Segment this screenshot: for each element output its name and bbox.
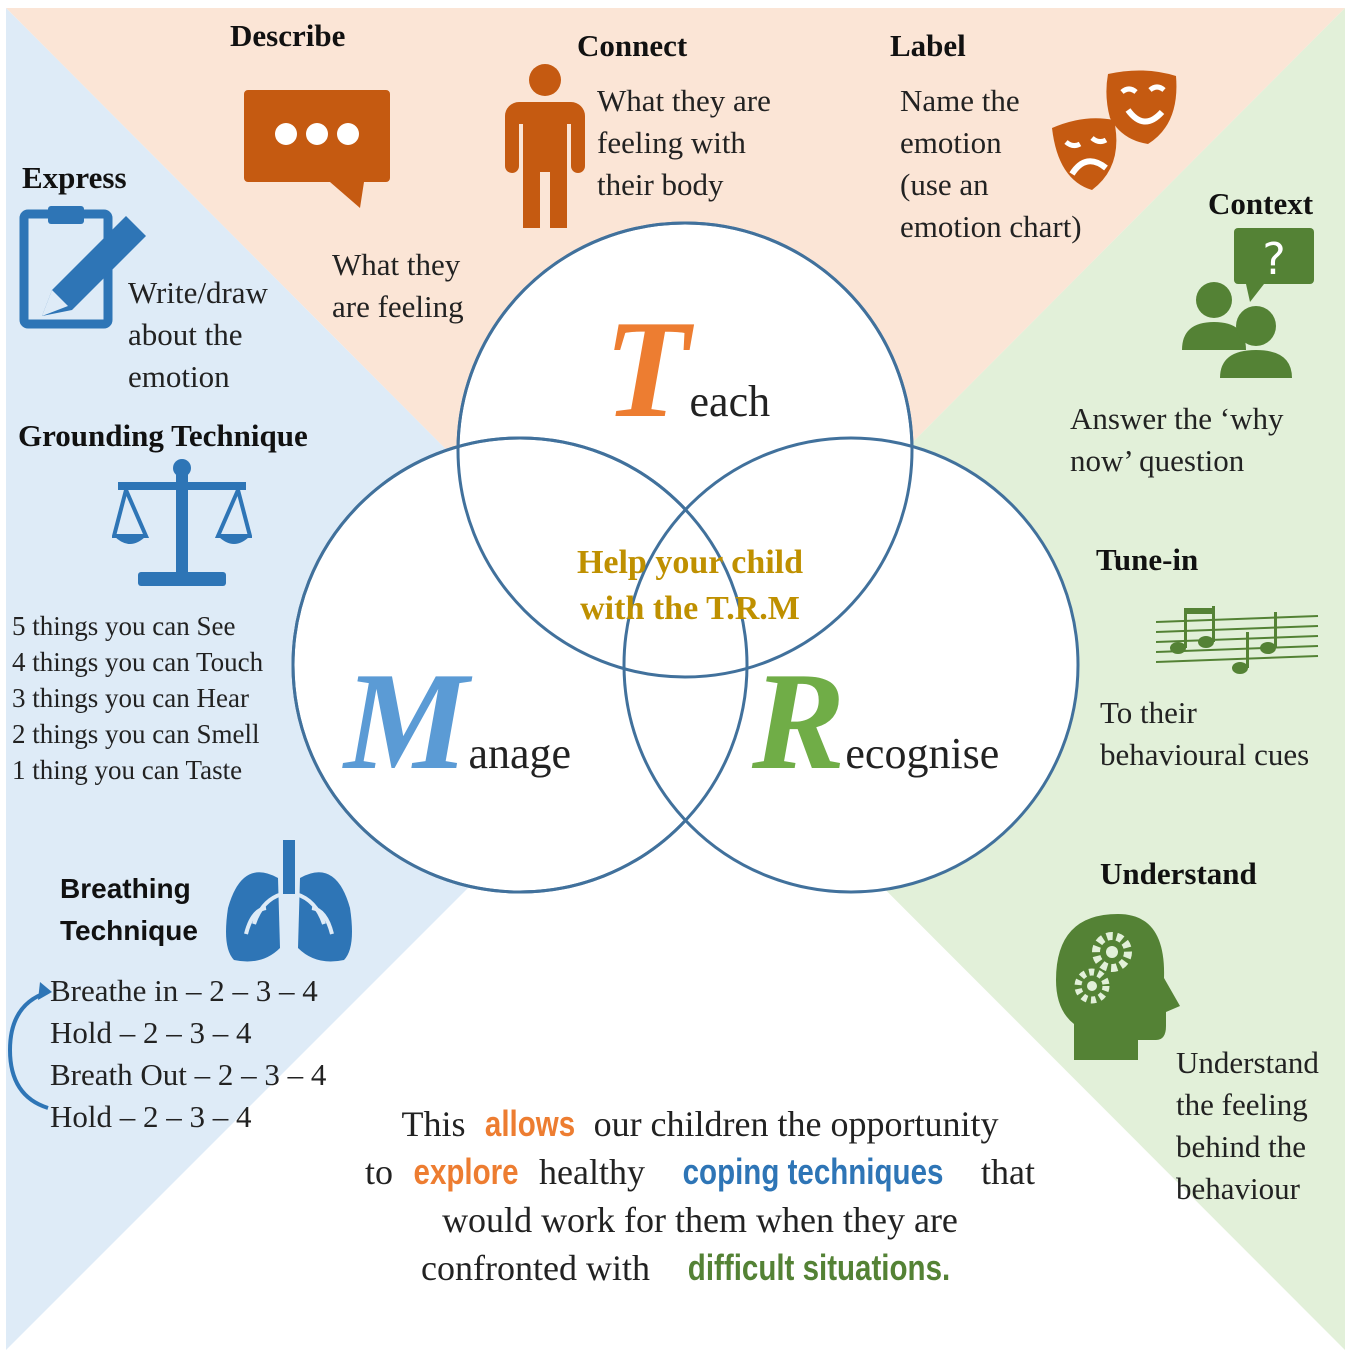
breathing-heading: Breathing Technique (60, 873, 198, 946)
recognise-circle (622, 436, 1080, 894)
understand-text: Understand the feeling behind the behavi… (1176, 1045, 1319, 1206)
head-gears-icon (1056, 914, 1180, 1060)
person-icon (505, 64, 585, 228)
connect-text: What they are feeling with their body (597, 83, 771, 202)
tunein-heading: Tune-in (1096, 542, 1199, 577)
center-message: Help your child with the T.R.M (576, 544, 804, 627)
describe-text: What they are feeling (332, 247, 464, 324)
grounding-list: 5 things you can See 4 things you can To… (12, 608, 263, 788)
express-heading: Express (22, 160, 127, 195)
grounding-item: 5 things you can See (12, 611, 236, 641)
context-heading: Context (1208, 186, 1314, 221)
breathing-steps: Breathe in – 2 – 3 – 4 Hold – 2 – 3 – 4 … (50, 970, 326, 1138)
connect-heading: Connect (577, 28, 688, 63)
clipboard-pencil-icon (19, 206, 146, 329)
breathing-step: Hold – 2 – 3 – 4 (50, 1099, 252, 1134)
label-text: Name the emotion (use an emotion chart) (900, 83, 1082, 244)
understand-heading: Understand (1100, 856, 1257, 891)
breathing-step: Hold – 2 – 3 – 4 (50, 1015, 252, 1050)
highlight-difficult-situations: difficult situations. (687, 1247, 951, 1288)
context-text: Answer the ‘why now’ question (1070, 401, 1284, 478)
grounding-item: 4 things you can Touch (12, 647, 264, 677)
grounding-item: 2 things you can Smell (12, 719, 260, 749)
breathing-step: Breath Out – 2 – 3 – 4 (50, 1057, 327, 1092)
highlight-coping-techniques: coping techniques (682, 1151, 944, 1192)
breathing-step: Breathe in – 2 – 3 – 4 (50, 973, 318, 1008)
tunein-text: To their behavioural cues (1100, 695, 1310, 772)
balance-scale-icon (112, 459, 252, 586)
lungs-icon (226, 840, 352, 962)
bottom-message: This allows our children the opportunity… (340, 1100, 1060, 1292)
teach-word: Teach (604, 292, 771, 447)
people-question-icon: ? (1182, 228, 1314, 378)
recognise-word: Recognise (752, 644, 1000, 799)
cycle-arrow-icon (7, 982, 52, 1110)
music-notes-icon (1156, 606, 1319, 674)
grounding-item: 1 thing you can Taste (12, 755, 243, 785)
describe-heading: Describe (230, 18, 346, 53)
theatre-masks-icon (1052, 70, 1177, 190)
highlight-explore: explore (413, 1151, 519, 1192)
grounding-item: 3 things you can Hear (12, 683, 249, 713)
svg-text:?: ? (1262, 234, 1285, 285)
highlight-allows: allows (484, 1103, 575, 1144)
speech-bubble-icon (244, 90, 390, 208)
manage-word: Manage (344, 644, 572, 799)
express-text: Write/draw about the emotion (128, 275, 268, 394)
label-heading: Label (890, 28, 966, 63)
grounding-heading: Grounding Technique (18, 418, 308, 453)
